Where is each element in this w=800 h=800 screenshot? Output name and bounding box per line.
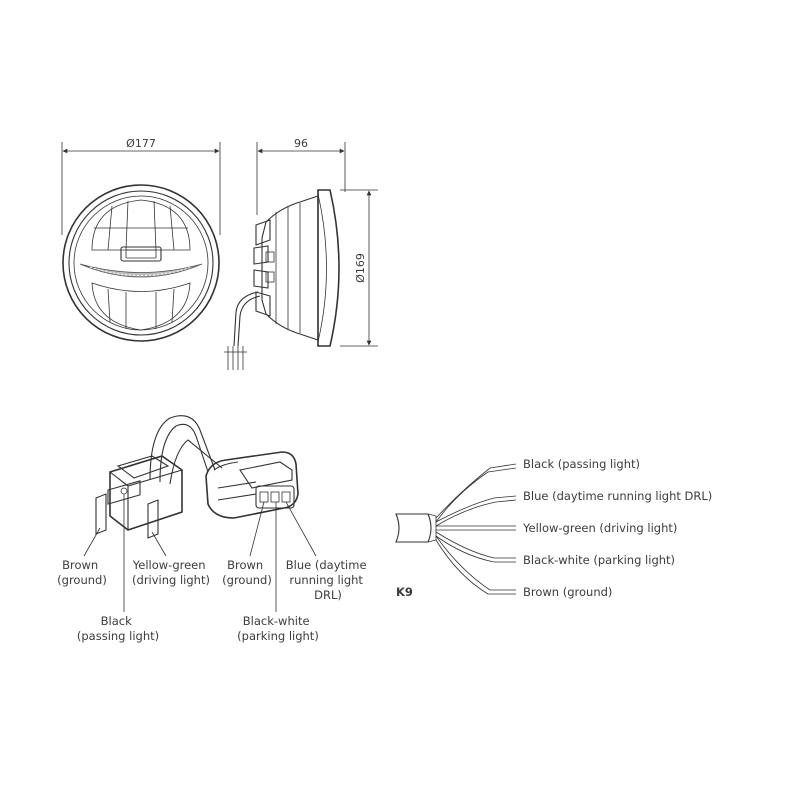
front-diameter-dimension: Ø177 — [61, 137, 221, 235]
upper-reflector — [91, 199, 191, 262]
wire-label-black-white: Black-white (parking light) — [523, 553, 675, 567]
back-diameter-label: Ø169 — [354, 253, 367, 283]
wire-label-yellow-green: Yellow-green (driving light) — [522, 521, 677, 535]
drl-light-strip — [79, 263, 203, 278]
h4-yellow-green-label: Yellow-green (driving light) — [132, 558, 210, 587]
fanned-wires — [435, 463, 517, 595]
front-view-drawing: Ø177 — [61, 137, 221, 342]
plug-black-white-label: Black-white (parking light) — [237, 614, 319, 643]
connector-illustration: Brown (ground) Yellow-green (driving lig… — [57, 415, 370, 643]
wire-label-black: Black (passing light) — [523, 457, 640, 471]
wire-diagram: K9 Black (passing light) Blue (daytime r… — [395, 457, 712, 599]
depth-label: 96 — [294, 137, 308, 150]
wire-diagram-code: K9 — [396, 585, 413, 599]
lower-reflector — [91, 282, 191, 331]
plug-blue-label: Blue (daytime running light DRL) — [286, 558, 370, 602]
front-diameter-label: Ø177 — [126, 137, 156, 150]
housing-fins — [253, 203, 301, 333]
cable-sheath — [395, 513, 437, 543]
side-cable — [224, 291, 261, 370]
h4-brown-label: Brown (ground) — [57, 558, 107, 587]
back-diameter-dimension: Ø169 — [340, 189, 378, 347]
depth-dimension: 96 — [256, 137, 346, 215]
wire-label-blue: Blue (daytime running light DRL) — [523, 489, 712, 503]
side-view-drawing: 96 Ø169 — [224, 137, 378, 370]
wire-label-brown: Brown (ground) — [523, 585, 612, 599]
h4-plug — [95, 455, 183, 539]
connector-leader-lines — [83, 494, 317, 612]
h4-black-label: Black (passing light) — [77, 614, 159, 643]
plug-brown-label: Brown (ground) — [222, 558, 272, 587]
drl-plug — [205, 451, 299, 519]
